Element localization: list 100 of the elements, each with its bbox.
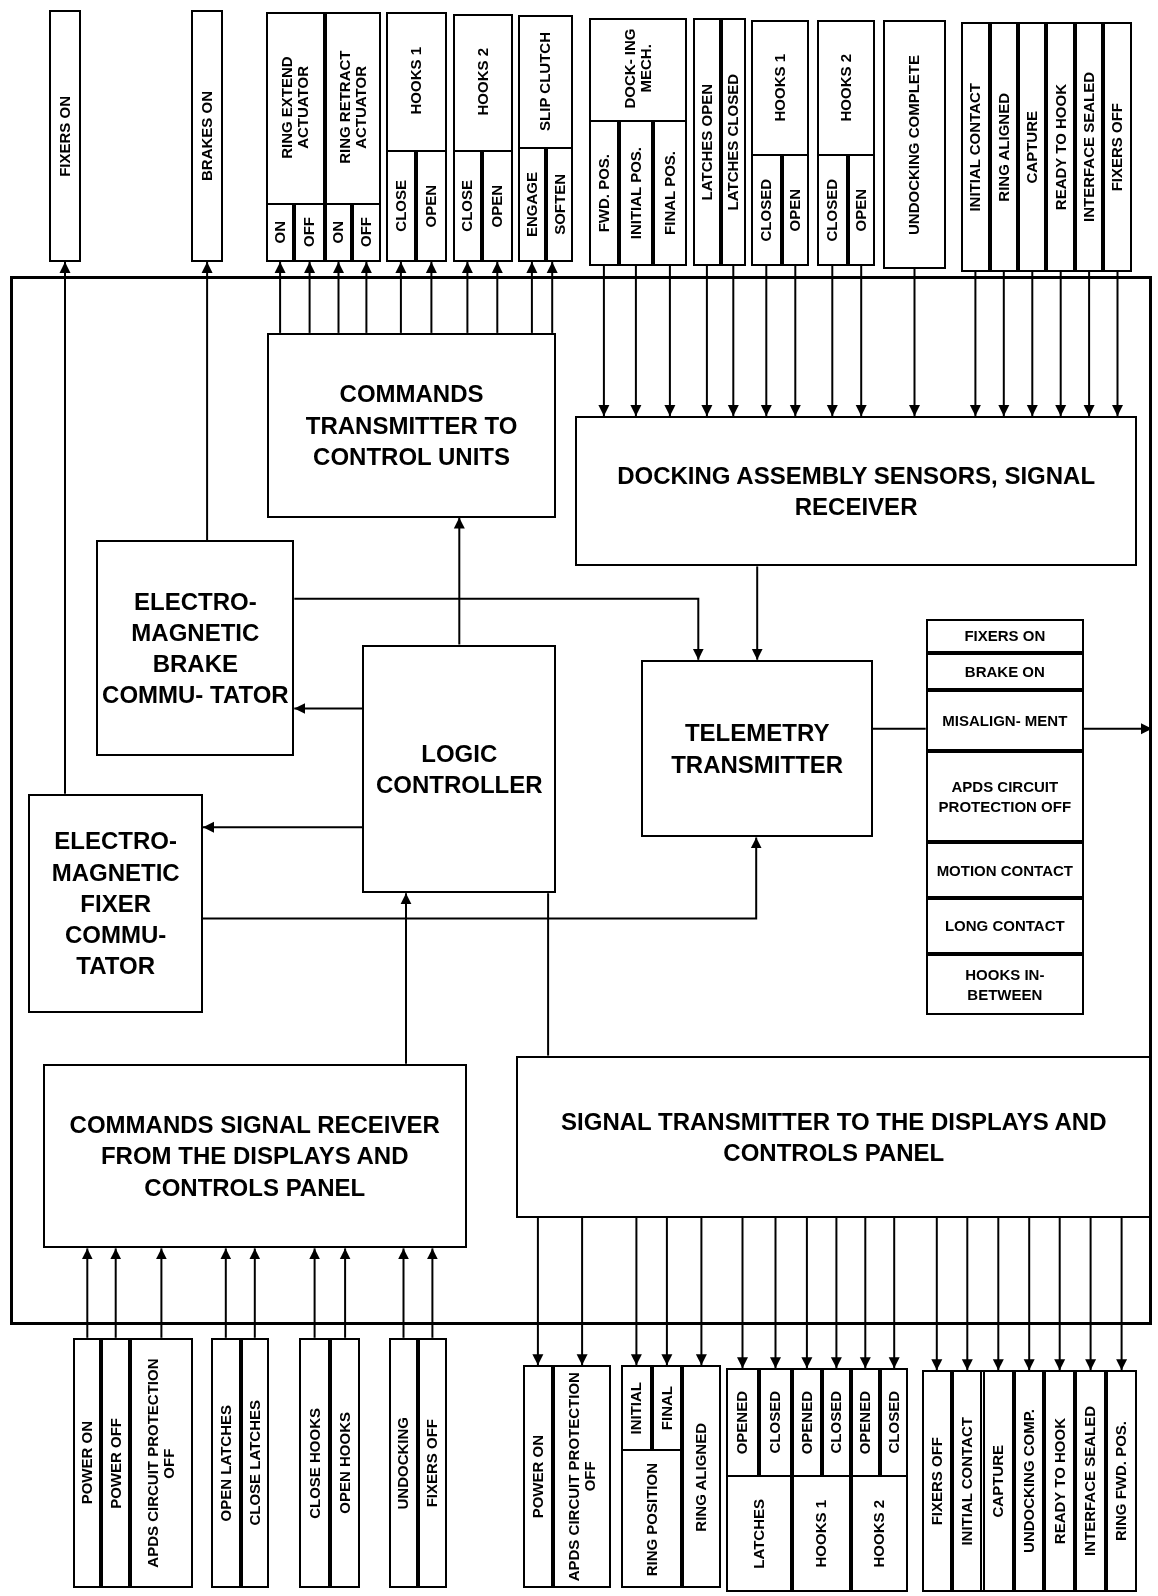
signal-cell (619, 119, 653, 266)
box-label: LATCHES (750, 1499, 767, 1569)
signal-cell (651, 1365, 683, 1452)
arrow (998, 271, 1010, 418)
arrow (661, 1217, 673, 1367)
arrow (727, 264, 739, 418)
arrow (770, 1217, 781, 1370)
arrow (1026, 271, 1038, 418)
arrow (201, 260, 213, 541)
signal-cell (925, 751, 1084, 843)
box-label: RING FWD. POS. (1113, 1420, 1130, 1541)
arrow (202, 836, 762, 920)
arrow (576, 1217, 588, 1367)
arrow (110, 1247, 122, 1339)
box-label: SIGNAL TRANSMITTER TO THE DISPLAYS AND CONTROLS PANEL (560, 1106, 1108, 1168)
box-label: MISALIGN- MENT (942, 710, 1068, 731)
arrow (59, 260, 71, 795)
connector-line (871, 727, 927, 730)
arrow (695, 1217, 707, 1367)
box-label: SOFTEN (551, 174, 568, 235)
process-box (362, 644, 557, 894)
box-label: HOOKS 1 (813, 1500, 830, 1568)
box-label: CAPTURE (1024, 110, 1041, 184)
box-label: BRAKE ON (964, 661, 1045, 682)
arrow (1116, 1217, 1128, 1372)
arrow (969, 271, 981, 418)
arrow (526, 260, 538, 334)
signal-cell (989, 22, 1018, 272)
signal-group-box (265, 12, 325, 262)
arrow (293, 597, 704, 661)
box-label: HOOKS 1 (408, 47, 425, 115)
signal-cell (352, 203, 381, 262)
process-box (515, 1055, 1152, 1218)
box-label: HOOKS 2 (871, 1500, 888, 1568)
process-box (641, 659, 873, 838)
signal-group-box (921, 1370, 1137, 1592)
signal-group-box (817, 20, 875, 266)
arrow (304, 260, 316, 334)
arrow (155, 1247, 167, 1339)
arrow (461, 260, 473, 334)
box-label: POWER ON (529, 1435, 547, 1519)
box-label: APDS CIRCUIT PROTECTION OFF (565, 1371, 599, 1584)
signal-group-box (850, 1368, 909, 1592)
process-box (575, 416, 1137, 567)
signal-cell (294, 203, 325, 262)
box-label: INITIAL (628, 1382, 645, 1435)
arrow (293, 703, 364, 714)
signal-cell (416, 150, 447, 262)
signal-group-box (725, 1368, 792, 1592)
signal-cell (725, 1368, 760, 1477)
box-label: INITIAL CONTACT (967, 82, 984, 212)
arrow (274, 260, 286, 334)
box-label: ON (330, 221, 347, 244)
box-label: ENGAGE (523, 172, 540, 237)
signal-group-box (588, 18, 688, 266)
arrow (826, 264, 838, 418)
arrow (546, 260, 558, 334)
process-box (42, 1063, 467, 1249)
signal-group-box (517, 15, 574, 262)
signal-cell (982, 1370, 1014, 1592)
box-label: CAPTURE (990, 1444, 1007, 1518)
signal-cell (1013, 1370, 1045, 1592)
box-label: DOCKING ASSEMBLY SENSORS, SIGNAL RECEIVER (616, 461, 1097, 523)
box-label: CLOSE (392, 180, 409, 232)
box-label: CLOSED (828, 1391, 845, 1454)
arrow (1112, 271, 1123, 418)
box-label: CLOSED (824, 178, 841, 242)
box-label: FINAL (658, 1386, 675, 1431)
box-label: READY TO HOOK (1052, 84, 1069, 211)
signal-cell (925, 690, 1084, 752)
box-label: OFF (358, 217, 375, 248)
signal-cell (265, 203, 295, 262)
arrow (1083, 271, 1095, 418)
box-label: TELEMETRY TRANSMITTER (670, 718, 845, 780)
arrow (532, 1217, 544, 1367)
signal-cell (847, 154, 875, 266)
box-label: CLOSE (459, 180, 476, 232)
box-label: OFF (301, 217, 318, 248)
signal-cell (517, 147, 547, 262)
box-label: FIXERS OFF (928, 1436, 945, 1526)
arrow (1055, 271, 1067, 418)
box-label: DOCK- ING MECH. (621, 28, 655, 111)
arrow (664, 264, 676, 418)
arrow (931, 1217, 943, 1372)
arrow (309, 1247, 321, 1339)
signal-group-box (385, 12, 447, 262)
arrow (426, 1247, 438, 1339)
box-label: OPEN HOOKS (337, 1412, 354, 1514)
box-label: UNDOCKING COMP. (1021, 1408, 1038, 1553)
arrow (737, 1217, 748, 1370)
box-label: LATCHES OPEN (698, 83, 715, 201)
signal-cell (759, 1368, 792, 1477)
signal-cell (1046, 22, 1075, 272)
box-label: OPEN LATCHES (217, 1404, 234, 1522)
box-label: FWD. POS. (595, 153, 612, 232)
signal-group-box (324, 12, 381, 262)
signal-cell (952, 1370, 983, 1592)
arrow (760, 264, 772, 418)
arrow (789, 264, 801, 418)
box-label: UNDOCKING COMPLETE (906, 54, 923, 235)
